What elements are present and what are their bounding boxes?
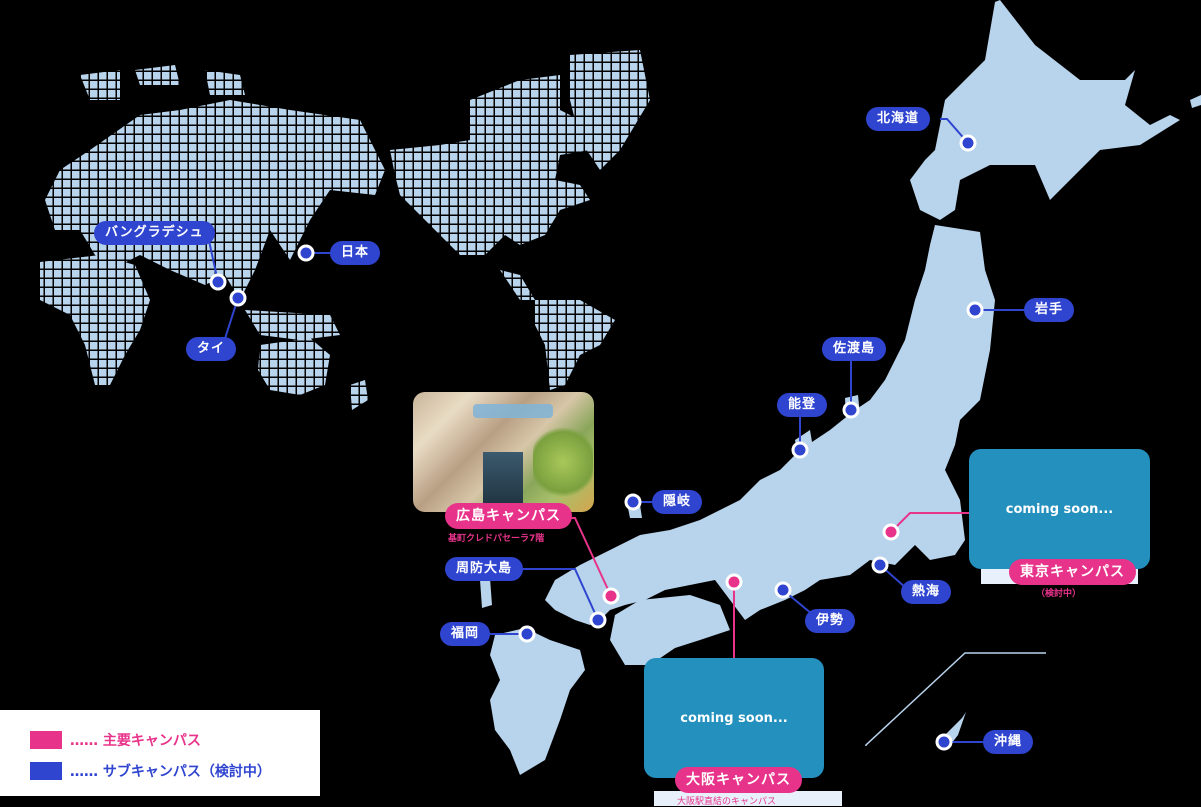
dot-atami xyxy=(871,556,889,574)
dot-hokkaido xyxy=(959,134,977,152)
dot-oki xyxy=(624,493,642,511)
dot-sado xyxy=(842,401,860,419)
legend-sub: …… サブキャンパス（検討中） xyxy=(30,761,271,781)
photo-tree xyxy=(533,422,593,502)
badge-hiroshima-campus[interactable]: 広島キャンパス xyxy=(445,503,572,529)
badge-hokkaido[interactable]: 北海道 xyxy=(866,107,931,131)
dot-hiroshima xyxy=(602,587,620,605)
dot-suo-oshima xyxy=(589,611,607,629)
dot-noto xyxy=(791,441,809,459)
japan-map xyxy=(480,0,1201,775)
dot-osaka xyxy=(725,573,743,591)
dot-okinawa xyxy=(935,733,953,751)
dot-iwate xyxy=(966,301,984,319)
badge-bangladesh[interactable]: バングラデシュ xyxy=(94,221,215,245)
badge-atami[interactable]: 熱海 xyxy=(901,580,952,604)
legend-main: …… 主要キャンパス xyxy=(30,730,201,750)
badge-tokyo-campus[interactable]: 東京キャンパス xyxy=(1009,559,1136,585)
photo-escalator xyxy=(483,452,523,507)
badge-thailand[interactable]: タイ xyxy=(186,337,237,361)
badge-fukuoka[interactable]: 福岡 xyxy=(440,622,491,646)
badge-noto[interactable]: 能登 xyxy=(777,393,828,417)
badge-iwate[interactable]: 岩手 xyxy=(1024,298,1075,322)
dot-bangladesh xyxy=(209,273,227,291)
legend-sub-label: …… サブキャンパス（検討中） xyxy=(70,764,271,780)
photo-sign xyxy=(473,404,553,418)
osaka-coming-soon-text: coming soon... xyxy=(680,710,788,726)
dot-tokyo xyxy=(882,523,900,541)
world-map xyxy=(40,50,650,410)
badge-japan[interactable]: 日本 xyxy=(330,241,381,265)
legend-sub-swatch xyxy=(30,762,62,780)
badge-oki[interactable]: 隠岐 xyxy=(652,490,703,514)
hiroshima-campus-photo xyxy=(413,392,594,512)
legend: …… 主要キャンパス …… サブキャンパス（検討中） xyxy=(0,710,320,796)
dot-ise xyxy=(774,581,792,599)
osaka-campus-caption: 大阪駅直結のキャンパス xyxy=(677,797,777,807)
badge-suo-oshima[interactable]: 周防大島 xyxy=(445,557,524,581)
tokyo-coming-soon-text: coming soon... xyxy=(1005,501,1114,517)
osaka-caption-bar xyxy=(654,791,842,806)
badge-sado[interactable]: 佐渡島 xyxy=(822,337,887,361)
dot-thailand xyxy=(229,289,247,307)
dot-fukuoka xyxy=(518,625,536,643)
badge-osaka-campus[interactable]: 大阪キャンパス xyxy=(675,767,802,793)
legend-main-label: …… 主要キャンパス xyxy=(70,733,201,749)
legend-main-swatch xyxy=(30,731,62,749)
badge-okinawa[interactable]: 沖縄 xyxy=(983,730,1034,754)
tokyo-campus-caption: （検討中） xyxy=(1036,589,1082,599)
badge-ise[interactable]: 伊勢 xyxy=(805,609,856,633)
okinawa-inset-border xyxy=(865,652,1046,746)
hiroshima-campus-caption: 基町クレドパセーラ7階 xyxy=(448,534,545,544)
tokyo-coming-soon-box[interactable]: coming soon... xyxy=(969,449,1150,569)
dot-japan xyxy=(297,244,315,262)
osaka-coming-soon-box[interactable]: coming soon... xyxy=(644,658,824,778)
